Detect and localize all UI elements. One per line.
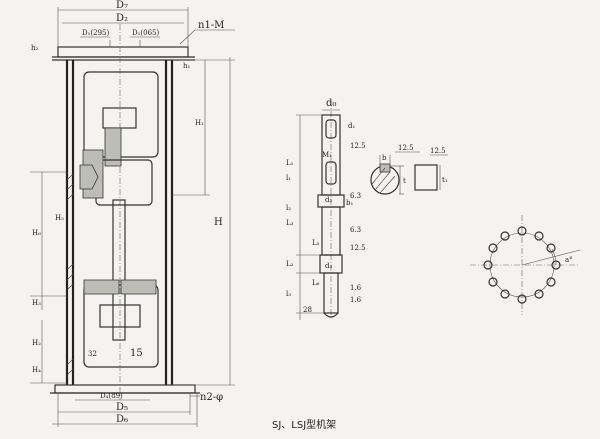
label-H4: H₄ xyxy=(32,366,41,374)
key-detail: t₁ 12.5 xyxy=(414,147,448,191)
frame-assembly xyxy=(30,7,235,427)
keyway-section: b t 12.5 xyxy=(370,144,420,195)
label-H2: H₂ xyxy=(32,339,41,347)
label-1-6-b: 1.6 xyxy=(350,296,362,304)
frame-labels: D₇ D₂ D₁(295) D₁(065) n1-M H H₁ h₁ h₂ H₆… xyxy=(31,0,224,425)
label-t: t xyxy=(403,177,406,185)
label-H6: H₆ xyxy=(32,229,41,237)
label-D6: D₆ xyxy=(116,414,128,425)
label-L5: L₅ xyxy=(312,239,320,247)
shaft-detail xyxy=(296,100,345,320)
label-n1-M: n1-M xyxy=(198,20,224,31)
figure-caption: SJ、LSJ型机架 xyxy=(272,418,336,431)
label-d0: d₀ xyxy=(326,98,336,109)
label-l1: l₁ xyxy=(286,174,291,182)
label-D2: D₂ xyxy=(116,13,128,24)
label-d1: d₁ xyxy=(348,122,355,130)
label-t1: t₁ xyxy=(442,176,448,184)
label-1-6-a: 1.6 xyxy=(350,284,362,292)
label-D1-065: D₁(065) xyxy=(132,29,160,37)
label-alpha: a° xyxy=(565,256,573,264)
label-d2: d₂ xyxy=(325,196,332,204)
label-12-5-b: 12.5 xyxy=(350,244,366,252)
label-12-5-a: 12.5 xyxy=(350,142,366,150)
label-L2: L₂ xyxy=(286,260,294,268)
label-28: 28 xyxy=(303,306,312,314)
label-15: 15 xyxy=(130,348,143,359)
label-b: b xyxy=(382,154,387,162)
label-b1: b₁ xyxy=(346,199,353,207)
label-h1: h₁ xyxy=(183,62,191,70)
label-L3: L₃ xyxy=(286,219,294,227)
shaft-labels: d₀ d₁ d₂ d₃ M₁ b₁ L₁ l₁ L₃ L₂ l₃ l₂ L₅ L… xyxy=(286,98,366,314)
label-H3: H₃ xyxy=(32,299,41,307)
label-H1: H₁ xyxy=(195,119,204,127)
label-32: 32 xyxy=(88,350,97,358)
label-L1: L₁ xyxy=(286,159,294,167)
label-D7: D₇ xyxy=(116,0,128,11)
label-D1-295: D₁(295) xyxy=(82,29,110,37)
label-D4-89: D₄(89) xyxy=(100,392,123,400)
label-M1: M₁ xyxy=(322,151,332,159)
label-D5: D₅ xyxy=(116,402,128,413)
label-h2: h₂ xyxy=(31,44,39,52)
label-12-5-c: 12.5 xyxy=(398,144,414,152)
label-H5: H₅ xyxy=(55,214,64,222)
label-6-3-a: 6.3 xyxy=(350,192,361,200)
label-12-5-d: 12.5 xyxy=(430,147,446,155)
label-d3: d₃ xyxy=(325,262,332,270)
label-6-3-b: 6.3 xyxy=(350,226,361,234)
label-H: H xyxy=(214,217,223,228)
label-l2: l₂ xyxy=(286,204,291,212)
label-l3: l₃ xyxy=(286,290,291,298)
label-n2-phi: n2-φ xyxy=(200,392,223,403)
flange-bolt-circle: a° xyxy=(470,215,581,315)
label-L6: L₆ xyxy=(312,279,320,287)
